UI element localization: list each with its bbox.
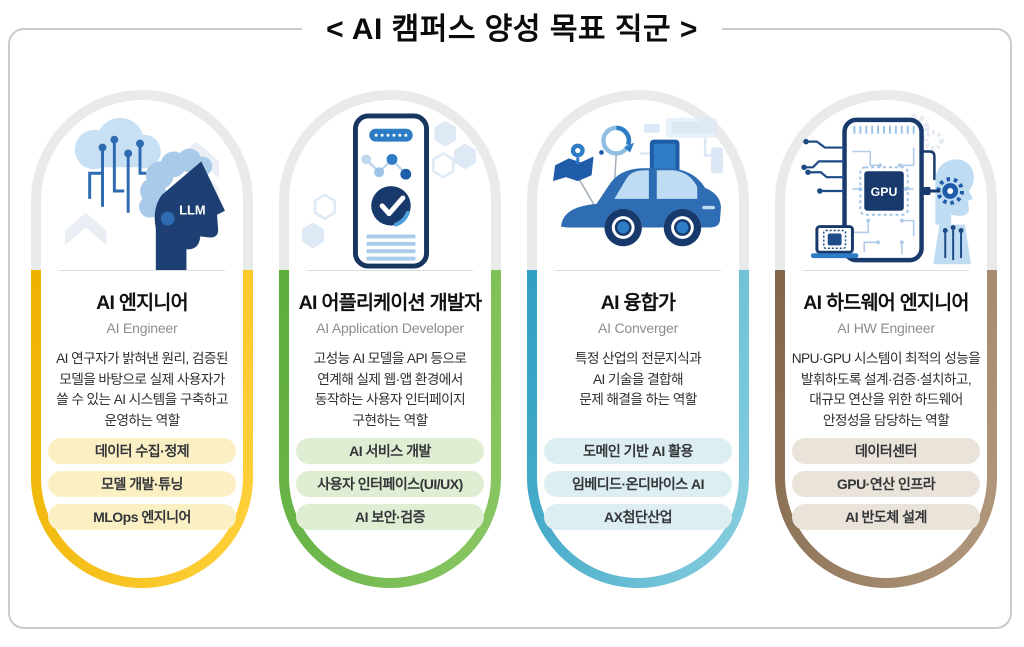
gpu-board-icon: GPU (785, 100, 987, 270)
card-subtitle: AI Engineer (106, 320, 178, 336)
tag-pill: 모델 개발·튜닝 (48, 471, 236, 497)
card-ai-hw-engineer: GPU (775, 90, 997, 588)
gpu-label: GPU (870, 185, 897, 199)
tag-pill: AI 보안·검증 (296, 504, 484, 530)
tag-pill: 임베디드·온디바이스 AI (544, 471, 732, 497)
tag-pill: AI 서비스 개발 (296, 438, 484, 464)
card-description: AI 연구자가 밝혀낸 원리, 검증된 모델을 바탕으로 실제 사용자가 쓸 수… (56, 351, 228, 428)
tag-list: 데이터센터 GPU·연산 인프라 AI 반도체 설계 (792, 438, 980, 537)
tag-pill: GPU·연산 인프라 (792, 471, 980, 497)
card-subtitle: AI Converger (597, 320, 679, 336)
app-phone-icon (289, 100, 491, 270)
card-divider (59, 270, 225, 271)
card-description: NPU·GPU 시스템이 최적의 성능을 발휘하도록 설계·검증·설치하고, 대… (791, 351, 981, 428)
card-description: 고성능 AI 모델을 API 등으로 연계해 실제 웹·앱 환경에서 동작하는 … (313, 351, 467, 428)
tag-pill: 사용자 인터페이스(UI/UX) (296, 471, 484, 497)
card-ai-engineer: LLM AI 엔지니어 AI Engineer AI 연구자가 밝혀낸 원리, … (31, 90, 253, 588)
llm-head-icon: LLM (41, 100, 243, 270)
ai-car-icon (537, 100, 739, 270)
card-divider (555, 270, 721, 271)
card-body: GPU (785, 100, 987, 578)
tag-pill: 도메인 기반 AI 활용 (544, 438, 732, 464)
card-ai-app-developer: AI 어플리케이션 개발자 AI Application Developer 고… (279, 90, 501, 588)
tag-pill: AI 반도체 설계 (792, 504, 980, 530)
tag-list: AI 서비스 개발 사용자 인터페이스(UI/UX) AI 보안·검증 (296, 438, 484, 537)
card-body: AI 융합가 AI Converger 특정 산업의 전문지식과 AI 기술을 … (537, 100, 739, 578)
card-body: AI 어플리케이션 개발자 AI Application Developer 고… (289, 100, 491, 578)
tag-list: 데이터 수집·정제 모델 개발·튜닝 MLOps 엔지니어 (48, 438, 236, 537)
llm-label: LLM (179, 203, 205, 218)
page-title: < AI 캠퍼스 양성 목표 직군 > (302, 4, 722, 48)
card-subtitle: AI Application Developer (316, 320, 464, 336)
tag-pill: 데이터센터 (792, 438, 980, 464)
job-cards: LLM AI 엔지니어 AI Engineer AI 연구자가 밝혀낸 원리, … (31, 90, 997, 588)
tag-pill: AX첨단산업 (544, 504, 732, 530)
card-ai-converger: AI 융합가 AI Converger 특정 산업의 전문지식과 AI 기술을 … (527, 90, 749, 588)
card-divider (803, 270, 969, 271)
card-divider (307, 270, 473, 271)
card-title: AI 하드웨어 엔지니어 (803, 292, 969, 314)
card-body: LLM AI 엔지니어 AI Engineer AI 연구자가 밝혀낸 원리, … (41, 100, 243, 578)
card-subtitle: AI HW Engineer (837, 320, 935, 336)
tag-pill: 데이터 수집·정제 (48, 438, 236, 464)
card-title: AI 융합가 (600, 292, 676, 314)
card-title: AI 엔지니어 (96, 292, 188, 314)
card-title: AI 어플리케이션 개발자 (298, 292, 482, 314)
tag-pill: MLOps 엔지니어 (48, 504, 236, 530)
tag-list: 도메인 기반 AI 활용 임베디드·온디바이스 AI AX첨단산업 (544, 438, 732, 537)
card-description: 특정 산업의 전문지식과 AI 기술을 결합해 문제 해결을 하는 역할 (574, 351, 702, 407)
